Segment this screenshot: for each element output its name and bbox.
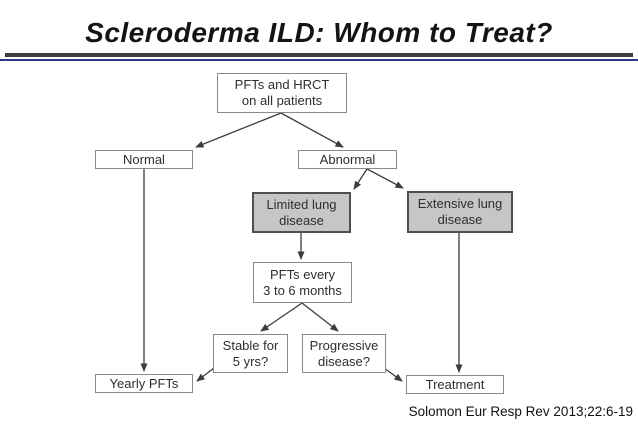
node-label-line: disease? (317, 353, 371, 369)
node-pfts-every-3-6-months: PFTs every 3 to 6 months (253, 262, 352, 303)
citation: Solomon Eur Resp Rev 2013;22:6-19 (408, 404, 633, 419)
node-label-line: Abnormal (319, 151, 376, 167)
node-pfts-hrct: PFTs and HRCT on all patients (217, 73, 347, 113)
node-progressive-disease: Progressive disease? (302, 334, 386, 373)
node-limited-lung-disease: Limited lung disease (252, 192, 351, 233)
title-rule-thin (0, 59, 638, 61)
node-label-line: disease (279, 212, 324, 228)
edge-abnormal-extensive (366, 168, 404, 189)
node-label-line: Treatment (425, 376, 485, 392)
node-yearly-pfts: Yearly PFTs (95, 374, 193, 393)
edge-pftshrct-abnormal (280, 112, 344, 148)
node-extensive-lung-disease: Extensive lung disease (407, 191, 513, 233)
node-label-line: disease (437, 212, 483, 227)
edge-pftsevery-progressive (301, 302, 339, 332)
edge-progressive-treatment (383, 367, 403, 382)
node-label-line: Limited lung (266, 196, 337, 212)
slide-title: Scleroderma ILD: Whom to Treat? (85, 17, 553, 48)
node-label-line: PFTs every (269, 266, 335, 282)
edge-pftsevery-stable (260, 302, 303, 332)
node-label-line: PFTs and HRCT (234, 77, 330, 92)
title-rule-thick (5, 53, 633, 57)
node-label-line: 5 yrs? (232, 353, 269, 369)
node-label-line: Normal (123, 151, 165, 167)
node-label-line: 3 to 6 months (263, 282, 342, 298)
node-label-line: on all patients (241, 93, 323, 108)
node-abnormal: Abnormal (298, 150, 397, 169)
node-normal: Normal (95, 150, 193, 169)
edge-stable-yearly (196, 367, 215, 382)
node-label-line: Progressive (309, 337, 379, 353)
node-label-line: Extensive lung (417, 196, 503, 211)
node-label-line: Yearly PFTs (109, 375, 179, 391)
node-treatment: Treatment (406, 375, 504, 394)
edge-pftshrct-normal (195, 112, 282, 148)
node-label-line: Stable for (222, 337, 279, 353)
node-stable-for-5-yrs: Stable for 5 yrs? (213, 334, 288, 373)
edge-abnormal-limited (353, 168, 368, 190)
